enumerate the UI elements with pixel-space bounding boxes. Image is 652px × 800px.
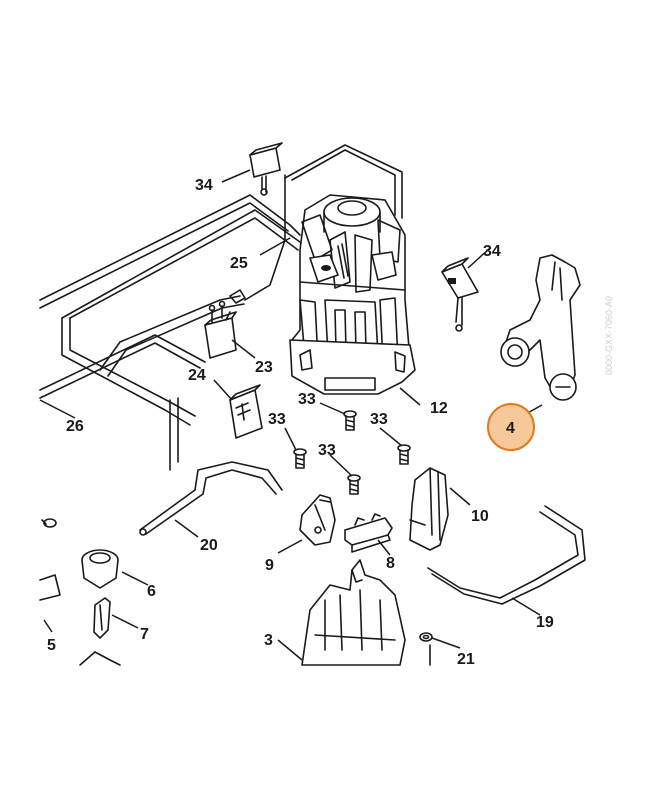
label-34-right[interactable]: 34 (483, 243, 501, 260)
connector-34-right (441, 257, 479, 332)
housing-part-3 (301, 559, 406, 666)
connector-34-top (249, 142, 283, 196)
cover-part-10 (409, 467, 449, 551)
label-24[interactable]: 24 (188, 367, 206, 384)
label-26[interactable]: 26 (66, 418, 84, 435)
label-9[interactable]: 9 (265, 557, 274, 574)
label-4[interactable]: 4 (506, 420, 515, 437)
label-3[interactable]: 3 (264, 632, 273, 649)
label-19[interactable]: 19 (536, 614, 554, 631)
lever-part-9 (299, 494, 336, 546)
label-33-b[interactable]: 33 (268, 411, 286, 428)
label-33-d[interactable]: 33 (318, 442, 336, 459)
label-34-top[interactable]: 34 (195, 177, 213, 194)
label-33-a[interactable]: 33 (298, 391, 316, 408)
rod-part-20 (139, 461, 283, 536)
highlight-circle-part-4[interactable] (487, 403, 535, 451)
watermark: 0000-GXX-7060-A0 (604, 296, 614, 375)
label-7[interactable]: 7 (140, 626, 149, 643)
label-12[interactable]: 12 (430, 400, 448, 417)
capacitor-part-24 (229, 384, 263, 439)
small-part-left (39, 518, 121, 666)
label-10[interactable]: 10 (471, 508, 489, 525)
label-8[interactable]: 8 (386, 555, 395, 572)
label-21[interactable]: 21 (457, 651, 475, 668)
bracket-part-7 (93, 597, 111, 639)
clip-part-8 (344, 513, 393, 553)
label-25[interactable]: 25 (230, 255, 248, 272)
sleeve-part-6 (81, 549, 119, 589)
screws-part-33 (293, 410, 411, 495)
bracket-part-4 (500, 254, 581, 401)
switch-part-23 (204, 300, 237, 359)
washer-part-21 (419, 632, 433, 666)
label-6[interactable]: 6 (147, 583, 156, 600)
label-5[interactable]: 5 (47, 637, 56, 654)
label-33-c[interactable]: 33 (370, 411, 388, 428)
label-20[interactable]: 20 (200, 537, 218, 554)
leader-lines (39, 169, 543, 661)
motor-assembly (289, 194, 416, 395)
wire-harness (39, 144, 403, 471)
label-23[interactable]: 23 (255, 359, 273, 376)
part-labels: 34 25 34 23 24 26 33 33 33 33 12 4 10 20… (47, 177, 554, 668)
rod-part-19 (427, 505, 586, 605)
